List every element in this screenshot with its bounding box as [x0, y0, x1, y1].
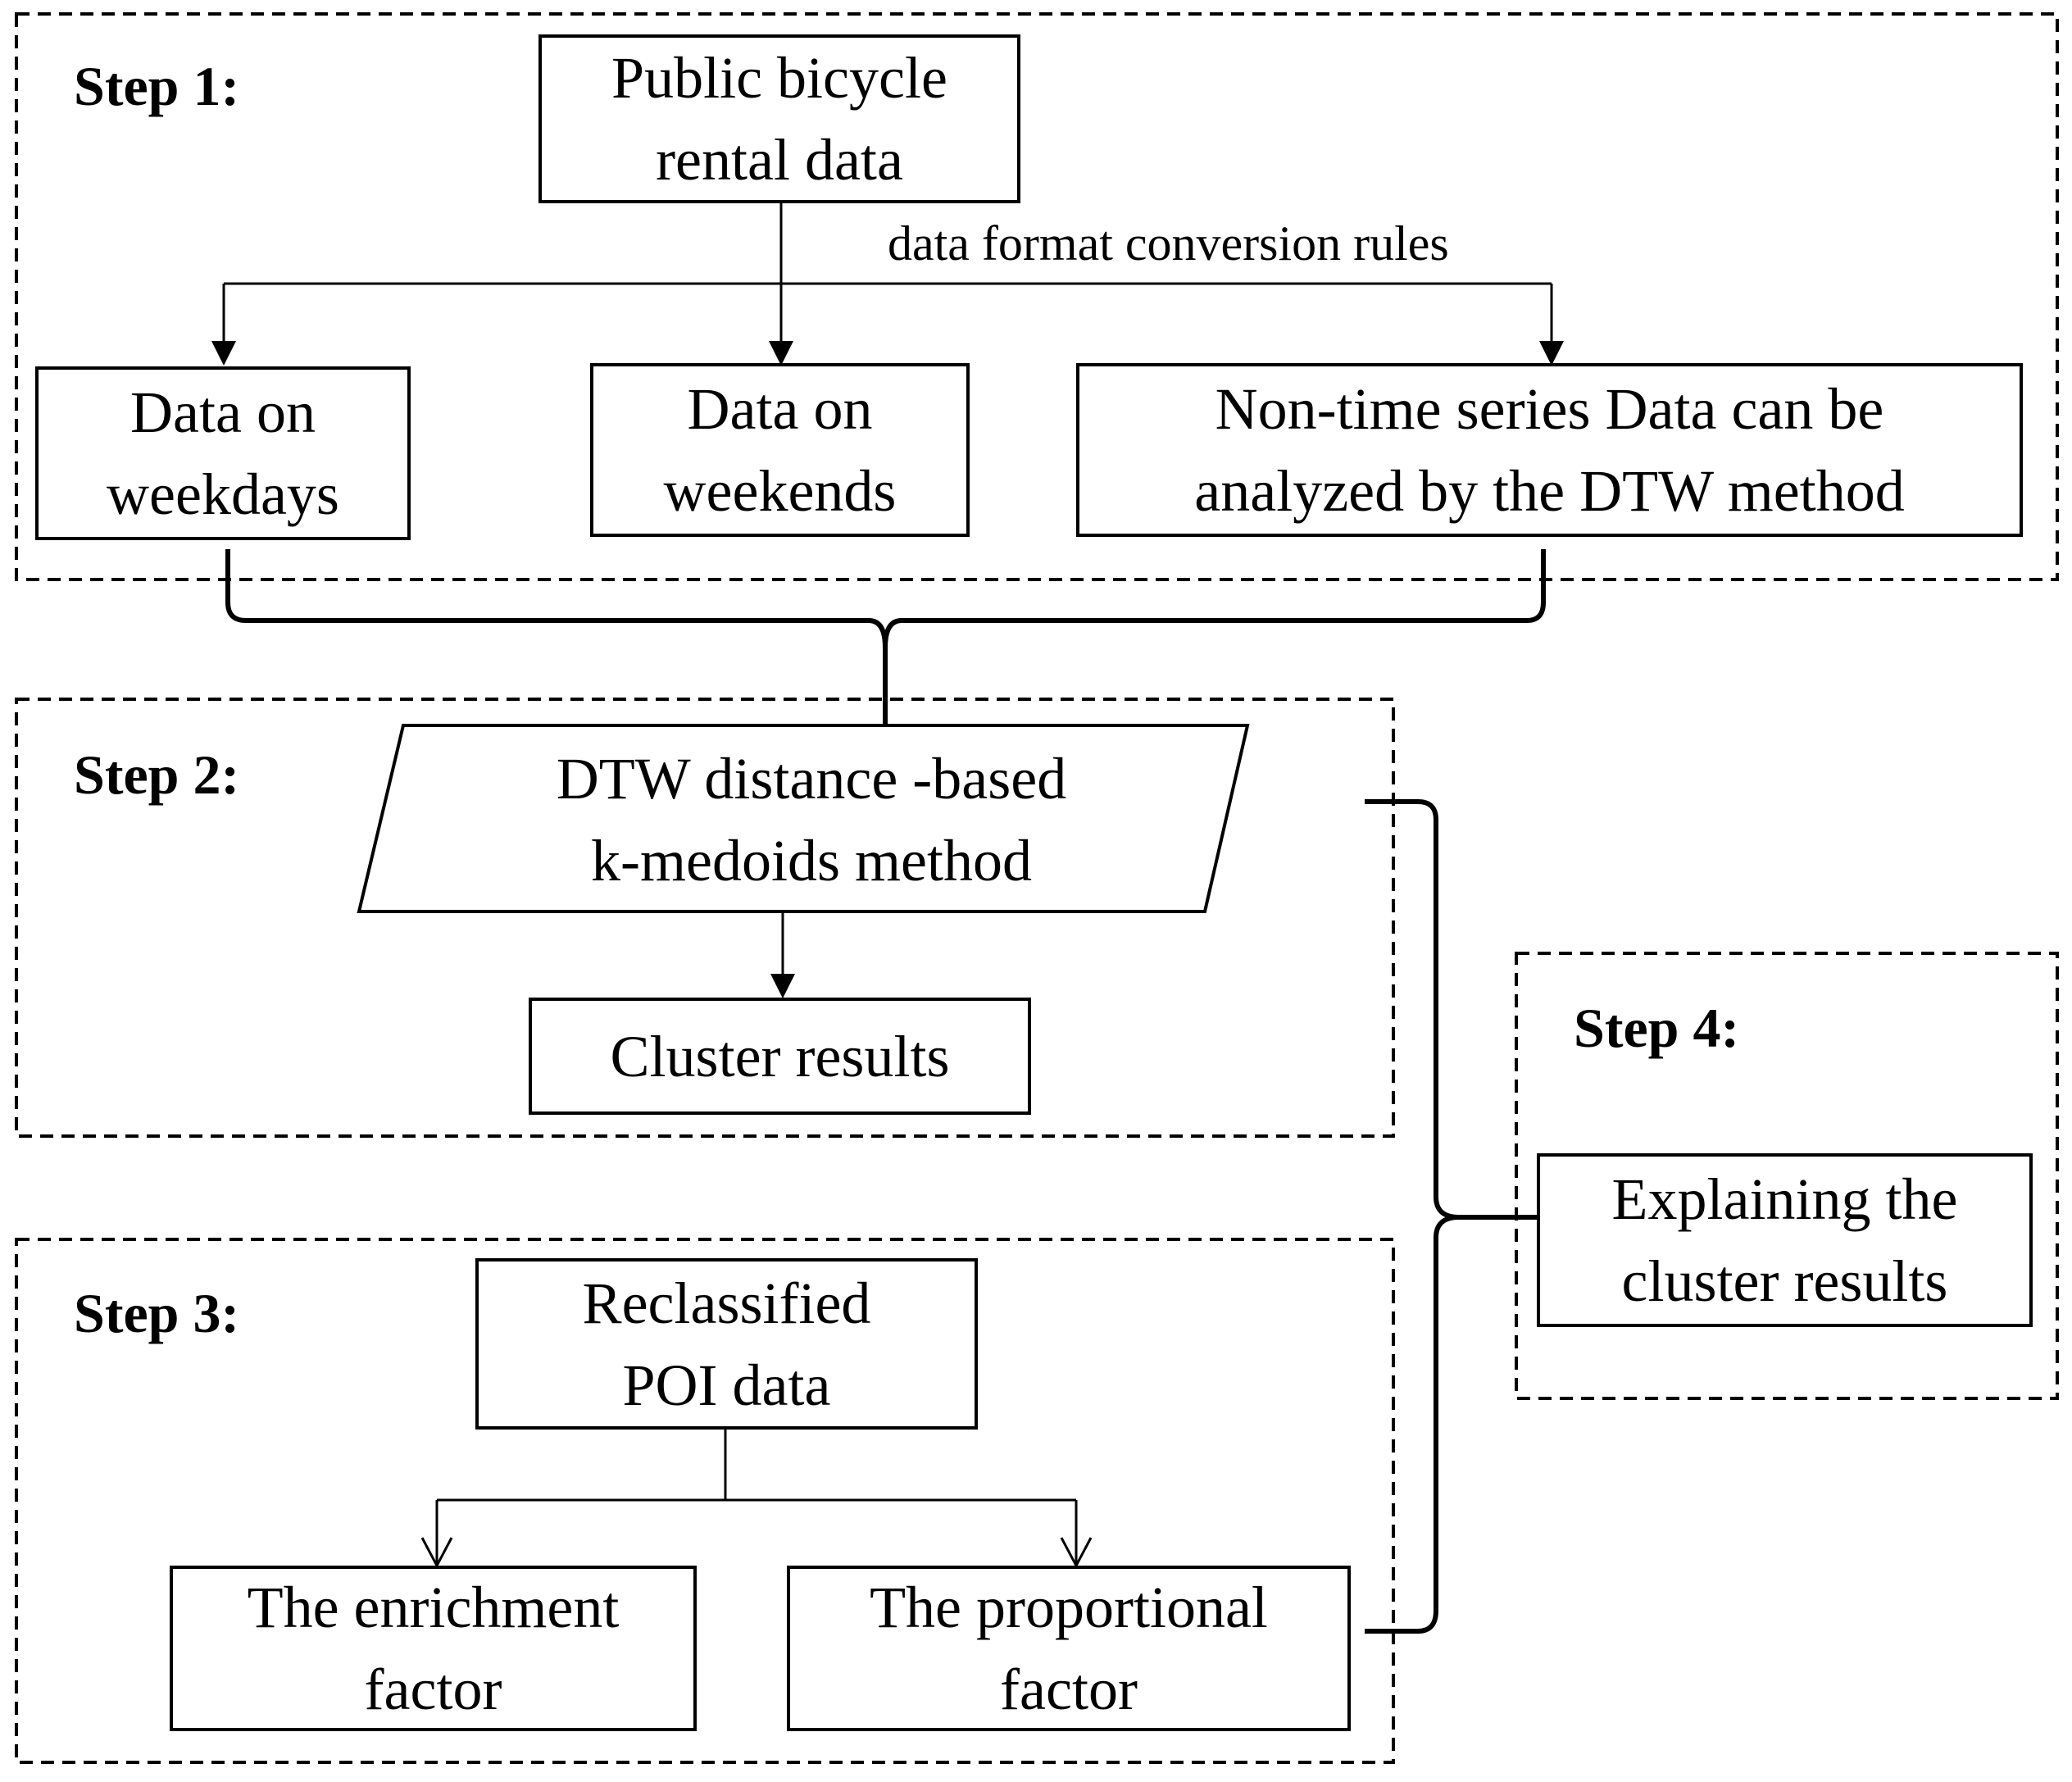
dtw-parallelogram [357, 724, 1250, 913]
distribution-connector [222, 202, 1553, 343]
arrowhead-non-time-series [1539, 341, 1564, 366]
weekends-text: Data on weekends [663, 376, 897, 524]
proportional-factor-box: The proportional factor [787, 1566, 1351, 1731]
poi-connector [420, 1430, 1093, 1569]
enrichment-factor-box: The enrichment factor [170, 1566, 697, 1731]
cluster-results-text: Cluster results [610, 1023, 950, 1089]
reclassified-poi-text: Reclassified POI data [582, 1270, 871, 1418]
arrowhead-weekdays [211, 341, 236, 366]
explaining-text: Explaining the cluster results [1611, 1166, 1958, 1314]
non-time-series-text: Non-time series Data can be analyzed by … [1194, 376, 1905, 524]
enrichment-factor-text: The enrichment factor [247, 1575, 620, 1722]
proportional-factor-text: The proportional factor [870, 1575, 1268, 1722]
non-time-series-box: Non-time series Data can be analyzed by … [1076, 363, 2023, 537]
cluster-results-box: Cluster results [529, 998, 1031, 1115]
arrowhead-weekends [769, 341, 793, 366]
step4-label: Step 4: [1574, 997, 1740, 1059]
step2-frame [15, 698, 1395, 1138]
weekdays-text: Data on weekdays [107, 380, 339, 527]
conversion-label: data format conversion rules [888, 216, 1449, 270]
step4-frame [1515, 952, 2059, 1400]
step3-label: Step 3: [74, 1282, 240, 1344]
rental-data-text: Public bicycle rental data [611, 45, 947, 193]
dtw-kmedoids-text: DTW distance -based k-medoids method [556, 746, 1067, 893]
weekends-box: Data on weekends [590, 363, 970, 537]
arrowhead-cluster [770, 974, 795, 998]
weekdays-box: Data on weekdays [35, 366, 411, 540]
explain-brace [1365, 799, 1537, 1634]
step3-frame [15, 1238, 1395, 1764]
rental-data-box: Public bicycle rental data [538, 34, 1020, 203]
step1-frame [15, 12, 2059, 581]
step1-label: Step 1: [74, 55, 240, 117]
dtw-kmedoids-label: DTW distance -based k-medoids method [393, 730, 1229, 910]
merge-brace [225, 549, 1546, 725]
reclassified-poi-box: Reclassified POI data [475, 1258, 978, 1430]
step2-label: Step 2: [74, 743, 240, 806]
explaining-box: Explaining the cluster results [1537, 1153, 2033, 1327]
